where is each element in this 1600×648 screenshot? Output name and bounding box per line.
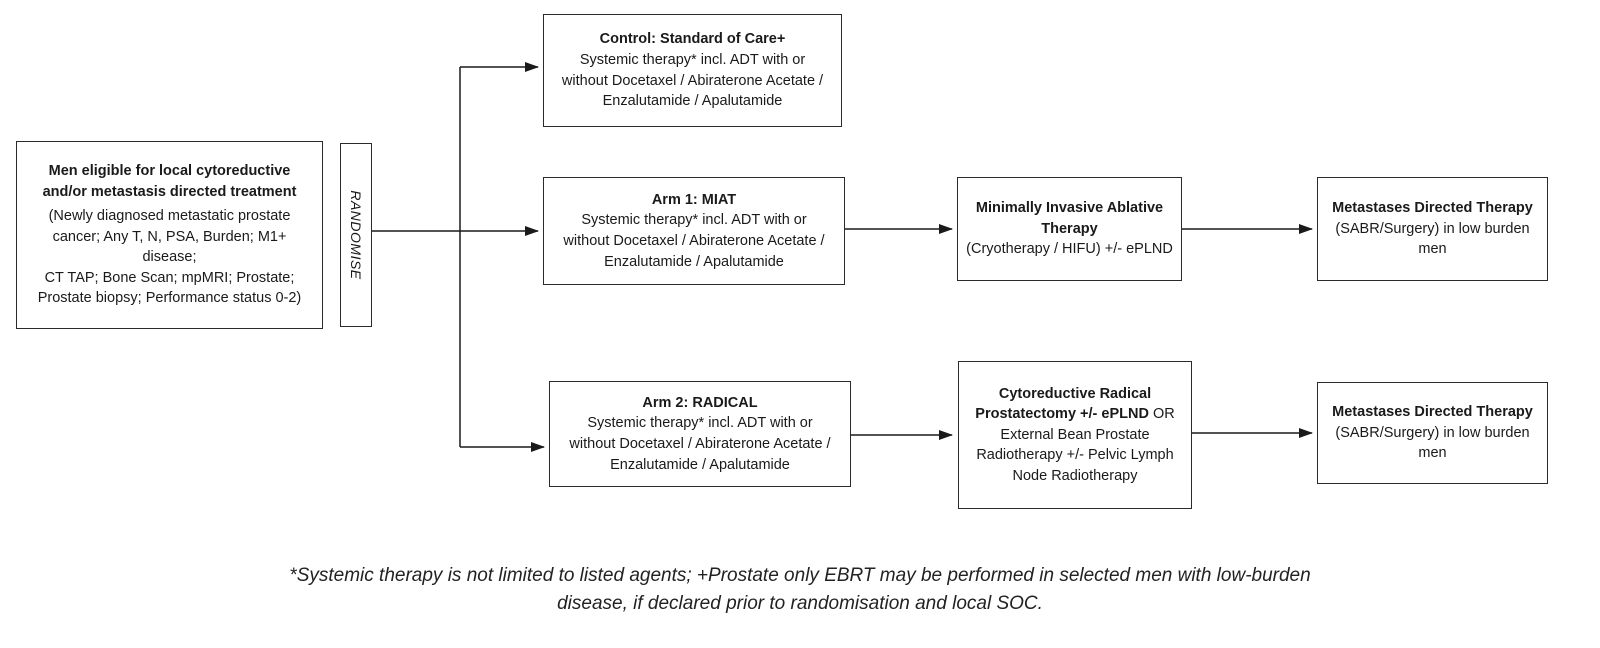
randomise-box: RANDOMISE <box>340 143 372 327</box>
arm1-body: Systemic therapy* incl. ADT with or with… <box>563 212 825 270</box>
control-body: Systemic therapy* incl. ADT with or with… <box>561 51 824 110</box>
mdt1-box: Metastases Directed Therapy (SABR/Surger… <box>1317 177 1548 281</box>
eligibility-box: Men eligible for local cytoreductive and… <box>16 141 323 329</box>
randomise-label: RANDOMISE <box>348 190 364 280</box>
radical-or: OR <box>1148 406 1175 423</box>
arm2-body: Systemic therapy* incl. ADT with or with… <box>569 415 831 473</box>
mdt1-body: (SABR/Surgery) in low burden men <box>1335 220 1530 258</box>
control-box: Control: Standard of Care+ Systemic ther… <box>543 14 842 127</box>
arm2-box: Arm 2: RADICAL Systemic therapy* incl. A… <box>549 381 851 487</box>
miat-box: Minimally Invasive Ablative Therapy (Cry… <box>957 177 1182 281</box>
eligibility-body: (Newly diagnosed metastatic prostate can… <box>37 208 302 307</box>
arm1-title: Arm 1: MIAT <box>651 191 737 208</box>
arm1-box: Arm 1: MIAT Systemic therapy* incl. ADT … <box>543 177 845 285</box>
miat-body: (Cryotherapy / HIFU) +/- ePLND <box>966 241 1173 258</box>
eligibility-title: Men eligible for local cytoreductive and… <box>42 162 297 200</box>
arm2-title: Arm 2: RADICAL <box>642 394 758 411</box>
mdt2-body: (SABR/Surgery) in low burden men <box>1335 424 1530 462</box>
mdt2-title: Metastases Directed Therapy <box>1332 404 1533 421</box>
miat-title: Minimally Invasive Ablative Therapy <box>975 200 1164 237</box>
radical-title-line2: Prostatectomy +/- ePLND <box>975 406 1149 423</box>
mdt2-box: Metastases Directed Therapy (SABR/Surger… <box>1317 382 1548 484</box>
radical-title-line1: Cytoreductive Radical <box>998 385 1152 402</box>
footnote: *Systemic therapy is not limited to list… <box>289 565 1311 614</box>
radical-box: Cytoreductive Radical Prostatectomy +/- … <box>958 361 1192 509</box>
radical-body: External Bean Prostate Radiotherapy +/- … <box>976 426 1174 484</box>
mdt1-title: Metastases Directed Therapy <box>1332 200 1533 217</box>
control-title: Control: Standard of Care+ <box>599 31 786 48</box>
